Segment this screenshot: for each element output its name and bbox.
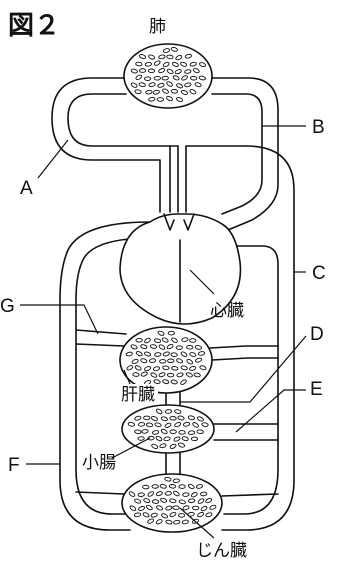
organ-cell [139, 69, 145, 73]
organ-cell [167, 55, 174, 59]
vessel-b-outer [212, 78, 278, 230]
organ-cell [169, 484, 176, 488]
organ-cell [173, 479, 180, 483]
organ-cell [138, 493, 145, 497]
organ-cell [168, 331, 174, 335]
label-b: B [312, 117, 325, 138]
organ-cell [179, 485, 185, 489]
organ-cell [192, 506, 199, 510]
organ-cell [200, 492, 207, 496]
organ-cell [170, 416, 177, 420]
organ-cell [190, 76, 197, 80]
liver-right-vessel-bottom [212, 358, 278, 360]
heart-label: 心臓 [210, 301, 244, 321]
organ-cell [183, 492, 190, 496]
label-g: G [0, 296, 15, 317]
kidney-right-vessel [222, 494, 278, 496]
organ-cell [148, 69, 154, 73]
label-e: E [310, 379, 323, 400]
organ-cell [144, 416, 150, 420]
organ-cell [162, 76, 169, 80]
kidney-label: じん臓 [196, 541, 247, 561]
leader-a [38, 140, 68, 178]
organ-cell [154, 352, 161, 356]
liver-label: 肝臓 [121, 385, 155, 405]
organ-cell [145, 62, 152, 67]
figure-title: 図２ [8, 11, 60, 41]
organ-cell [162, 366, 169, 370]
organ-cell [167, 373, 174, 377]
organ-cell [191, 437, 197, 441]
organ-cell [152, 485, 158, 489]
organ-cell [179, 430, 186, 434]
label-d: D [310, 324, 324, 345]
liver-left-vessel-bottom [76, 344, 124, 346]
organ-cell [135, 89, 142, 94]
kidney-left-vessel [76, 492, 124, 494]
organ-cell [159, 359, 166, 363]
organ-cell [154, 76, 161, 80]
label-a: A [20, 178, 33, 199]
organ-cell [135, 62, 142, 66]
organ-cell [157, 98, 164, 102]
organ-cell [152, 499, 159, 503]
leader-e [236, 390, 306, 432]
organ-cell [134, 430, 141, 434]
organ-cell [128, 422, 135, 427]
organ-cell [202, 422, 209, 427]
organ-cell [170, 430, 176, 434]
organ-cell [149, 358, 156, 363]
organ-cell [138, 422, 145, 426]
label-c: C [312, 263, 326, 284]
aorta-descending-outer [222, 146, 294, 530]
organ-cell [165, 491, 172, 495]
organ-cell [190, 339, 196, 343]
organ-cell [165, 409, 172, 413]
organ-cell [144, 77, 150, 81]
leader-g [20, 305, 98, 334]
organ-cell [197, 430, 204, 434]
organ-cell [142, 429, 149, 433]
organ-cell [133, 372, 140, 376]
label-f: F [8, 455, 20, 476]
organ-cell [171, 89, 178, 93]
vessel-b-inner [212, 94, 262, 214]
organ-cell [178, 514, 184, 518]
organ-cell [143, 485, 150, 489]
organ-cell [138, 437, 145, 441]
organ-cell [173, 506, 180, 510]
organ-cell [176, 346, 182, 350]
organ-cell [188, 498, 195, 502]
liver-left-vessel-top [76, 330, 126, 334]
lung-label: 肺 [149, 17, 166, 37]
organ-cell [171, 353, 178, 357]
organ-cell [168, 359, 174, 363]
liver-right-vessel-top [210, 346, 278, 348]
organ-cell [136, 338, 143, 342]
organ-cell [186, 345, 193, 349]
small-intestine-label: 小腸 [82, 453, 116, 473]
organ-cell [171, 366, 178, 370]
vessel-a-inner [68, 94, 170, 212]
organ-cell [188, 431, 195, 435]
